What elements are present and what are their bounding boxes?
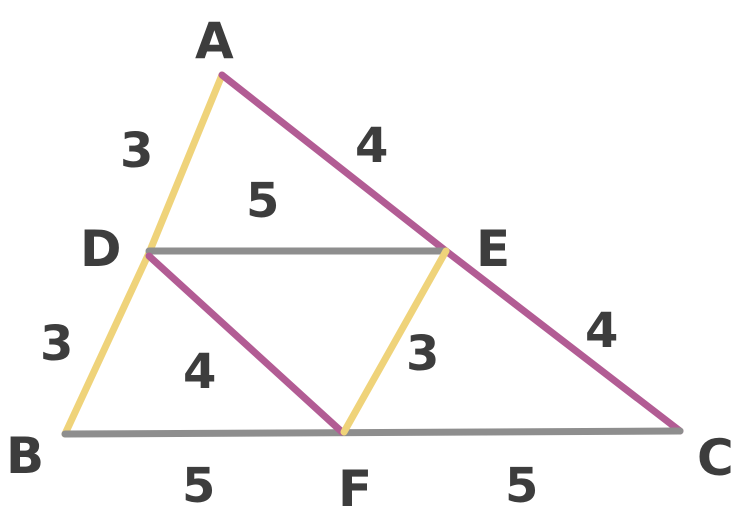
vertex-label-D: D — [80, 220, 122, 278]
length-label-AE: 4 — [355, 118, 388, 174]
segment-EF — [340, 247, 450, 436]
length-label-DE: 5 — [246, 173, 279, 229]
length-label-DB: 3 — [40, 316, 73, 372]
length-label-AD: 3 — [120, 123, 153, 179]
segment-DF — [145, 252, 346, 436]
length-label-DF: 4 — [183, 344, 216, 400]
vertex-label-C: C — [697, 429, 734, 487]
vertex-label-F: F — [338, 460, 372, 518]
segment-EC — [442, 247, 684, 435]
length-label-FC: 5 — [505, 458, 538, 514]
segment-AE — [218, 71, 450, 255]
segment-DB — [61, 249, 153, 438]
segment-AD — [145, 71, 226, 257]
vertex-label-E: E — [476, 220, 510, 278]
vertex-label-B: B — [6, 427, 44, 485]
vertex-label-A: A — [195, 12, 234, 70]
length-label-EF: 3 — [406, 326, 439, 382]
length-label-EC: 4 — [585, 303, 618, 359]
segment-BC — [61, 427, 684, 438]
length-label-BF: 5 — [182, 458, 215, 514]
